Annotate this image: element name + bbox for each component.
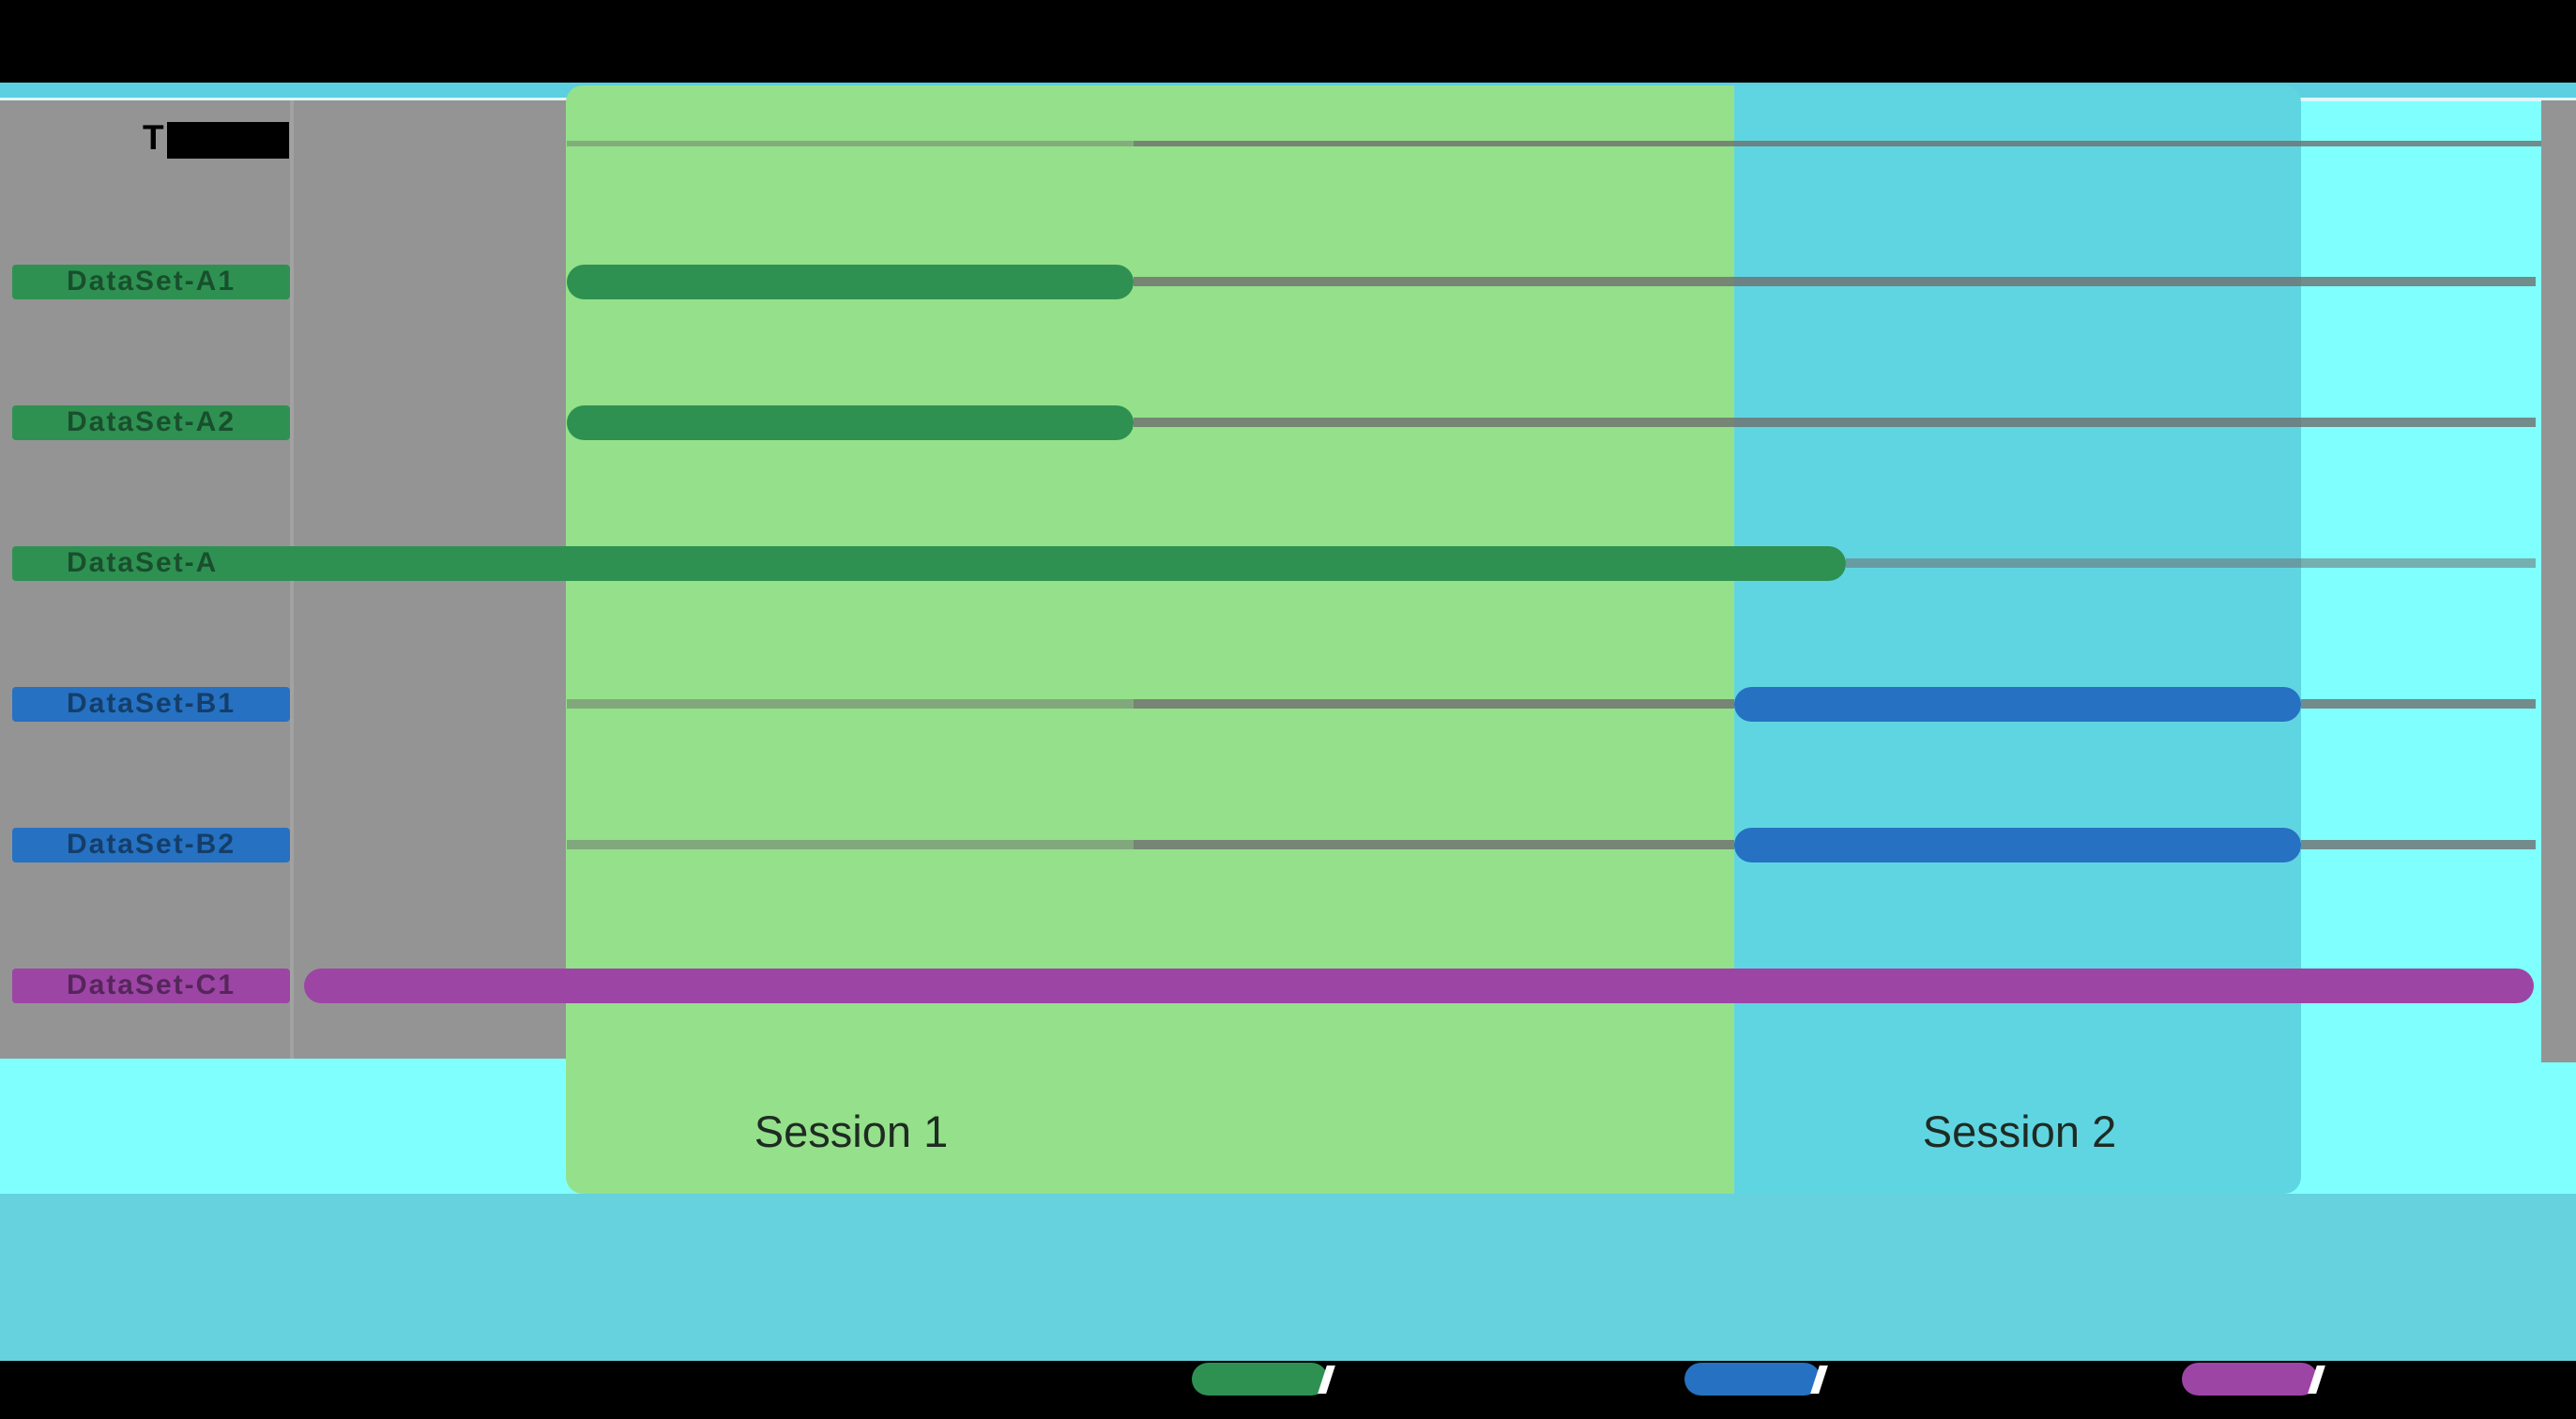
rail-segment: [1846, 558, 2536, 568]
legend-swatch[interactable]: [1684, 1363, 1821, 1396]
row-label-text: DataSet-B2: [66, 829, 236, 860]
rail-segment: [2301, 840, 2536, 849]
gridline-segment: [567, 141, 1134, 146]
gridline-segment: [1134, 141, 2541, 146]
rail-segment: [567, 699, 1134, 709]
right-margin-column: [2541, 100, 2576, 1062]
top-black-band: [0, 0, 2576, 83]
timeline-bar[interactable]: [567, 404, 1134, 440]
session2-label: Session 2: [1922, 1106, 2117, 1156]
rail-segment: [2301, 699, 2536, 709]
timeline-bar[interactable]: [1734, 686, 2301, 722]
bottom-teal-band: [0, 1194, 2576, 1361]
row-label-pill: DataSet-A1: [12, 264, 290, 299]
row-label-pill: DataSet-A2: [12, 404, 290, 440]
rail-segment: [567, 840, 1134, 849]
row-label-text: DataSet-A2: [66, 406, 236, 437]
row-label-text: DataSet-C1: [66, 969, 236, 1000]
session2-panel: [1734, 85, 2301, 1194]
row-label-pill: DataSet-B1: [12, 686, 290, 722]
row-label-pill: DataSet-B2: [12, 827, 290, 862]
rail-segment: [1134, 699, 1734, 709]
timeline-bar[interactable]: [304, 968, 2534, 1003]
timeline-bar[interactable]: [214, 545, 1846, 581]
session1-label: Session 1: [754, 1106, 949, 1156]
row-label-text: DataSet-A1: [66, 266, 236, 297]
timeline-bar[interactable]: [567, 264, 1134, 299]
rail-segment: [1134, 840, 1734, 849]
rail-segment: [1134, 418, 2536, 427]
row-label-text: DataSet-A3: [66, 547, 236, 578]
timeline-bar[interactable]: [1734, 827, 2301, 862]
row-label-text: DataSet-B1: [66, 688, 236, 719]
legend-swatch[interactable]: [2182, 1363, 2318, 1396]
legend-swatch[interactable]: [1192, 1363, 1328, 1396]
redaction-box: [167, 122, 289, 159]
row-label-pill: DataSet-C1: [12, 968, 290, 1003]
column-header-text: T: [143, 118, 164, 157]
rail-segment: [1134, 277, 2536, 286]
